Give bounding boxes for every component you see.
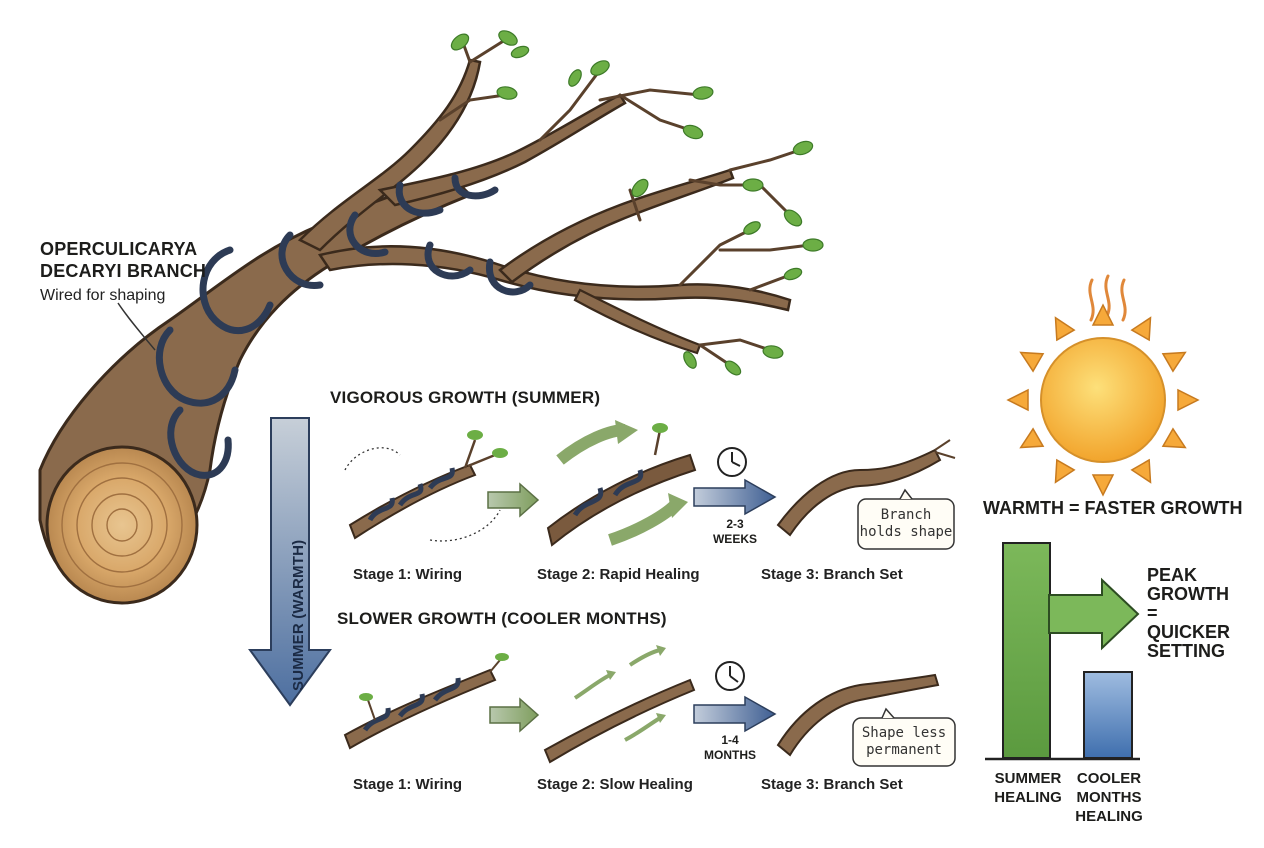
branch-title-line2: DECARYI BRANCH (40, 261, 207, 281)
bar-label-summer-line2: HEALING (994, 789, 1062, 806)
comparison-heading: WARMTH = FASTER GROWTH (983, 498, 1243, 518)
cooler-stage1-label: Stage 1: Wiring (353, 776, 463, 793)
peak-line1: PEAK (1147, 565, 1198, 585)
bar-cooler-months-healing (1083, 671, 1133, 759)
cooler-arrow-2 (693, 695, 777, 733)
summer-stage1-label: Stage 1: Wiring (353, 566, 463, 583)
bar-label-summer-line1: SUMMER (994, 770, 1062, 787)
branch-subtitle: Wired for shaping (40, 287, 166, 304)
peak-line4: QUICKER (1147, 622, 1231, 642)
peak-growth-label: PEAK GROWTH = QUICKER SETTING (1147, 566, 1230, 661)
cooler-duration: 1-4 MONTHS (695, 733, 765, 763)
summer-note-line1: Branch (880, 507, 932, 523)
cooler-note-line1: Shape less (861, 725, 947, 741)
summer-clock-icon (717, 447, 747, 477)
summer-note: Branch holds shape (858, 507, 954, 541)
cooler-stage3-label: Stage 3: Branch Set (761, 776, 903, 793)
summer-arrow-2 (693, 478, 777, 516)
cooler-note-bubble (852, 717, 956, 767)
summer-stage2-label: Stage 2: Rapid Healing (537, 566, 700, 583)
cooler-duration-line1: 1-4 (721, 733, 739, 747)
main-branch-illustration (38, 38, 812, 605)
peak-line3: = (1147, 603, 1158, 623)
growth-comparison-bars (1002, 542, 1133, 759)
season-arrow-label: SUMMER (WARMTH) (290, 539, 307, 691)
bar-label-cooler-line2: MONTHS (1076, 789, 1142, 806)
bar-label-summer: SUMMER HEALING (984, 769, 1072, 807)
cooler-stage3-sketch (776, 673, 956, 767)
peak-line5: SETTING (1147, 641, 1226, 661)
cooler-stage1-sketch (343, 653, 509, 750)
cooler-stage2-sketch (543, 645, 696, 764)
cooler-note-line2: permanent (866, 742, 942, 758)
summer-duration-line1: 2-3 (726, 517, 744, 531)
cooler-note: Shape less permanent (853, 725, 955, 759)
summer-stage2-sketch (546, 420, 697, 547)
summer-heading: VIGOROUS GROWTH (SUMMER) (330, 388, 601, 407)
bar-label-cooler: COOLER MONTHS HEALING (1064, 769, 1154, 826)
season-arrow (248, 417, 332, 707)
branch-title-line1: OPERCULICARYA (40, 239, 198, 259)
summer-stage1-sketch (344, 430, 508, 542)
summer-stage3-label: Stage 3: Branch Set (761, 566, 903, 583)
cooler-heading: SLOWER GROWTH (COOLER MONTHS) (337, 609, 667, 628)
peak-line2: GROWTH (1147, 584, 1229, 604)
peak-growth-arrow (1048, 577, 1140, 651)
leaves (450, 30, 824, 376)
cooler-duration-line2: MONTHS (704, 748, 756, 762)
summer-stage3-sketch (776, 439, 956, 550)
bar-summer-healing (1002, 542, 1051, 759)
sun-icon (1006, 274, 1200, 497)
cooler-stage2-label: Stage 2: Slow Healing (537, 776, 693, 793)
cooler-clock-icon (715, 661, 745, 691)
summer-note-line2: holds shape (859, 524, 953, 540)
bar-label-cooler-line1: COOLER (1076, 770, 1142, 787)
branch-title: OPERCULICARYA DECARYI BRANCH (40, 238, 206, 282)
summer-duration: 2-3 WEEKS (700, 517, 770, 547)
cooler-arrow-1 (489, 697, 540, 733)
summer-duration-line2: WEEKS (712, 532, 757, 546)
summer-arrow-1 (487, 482, 540, 518)
bar-label-cooler-line3: HEALING (1075, 808, 1143, 825)
